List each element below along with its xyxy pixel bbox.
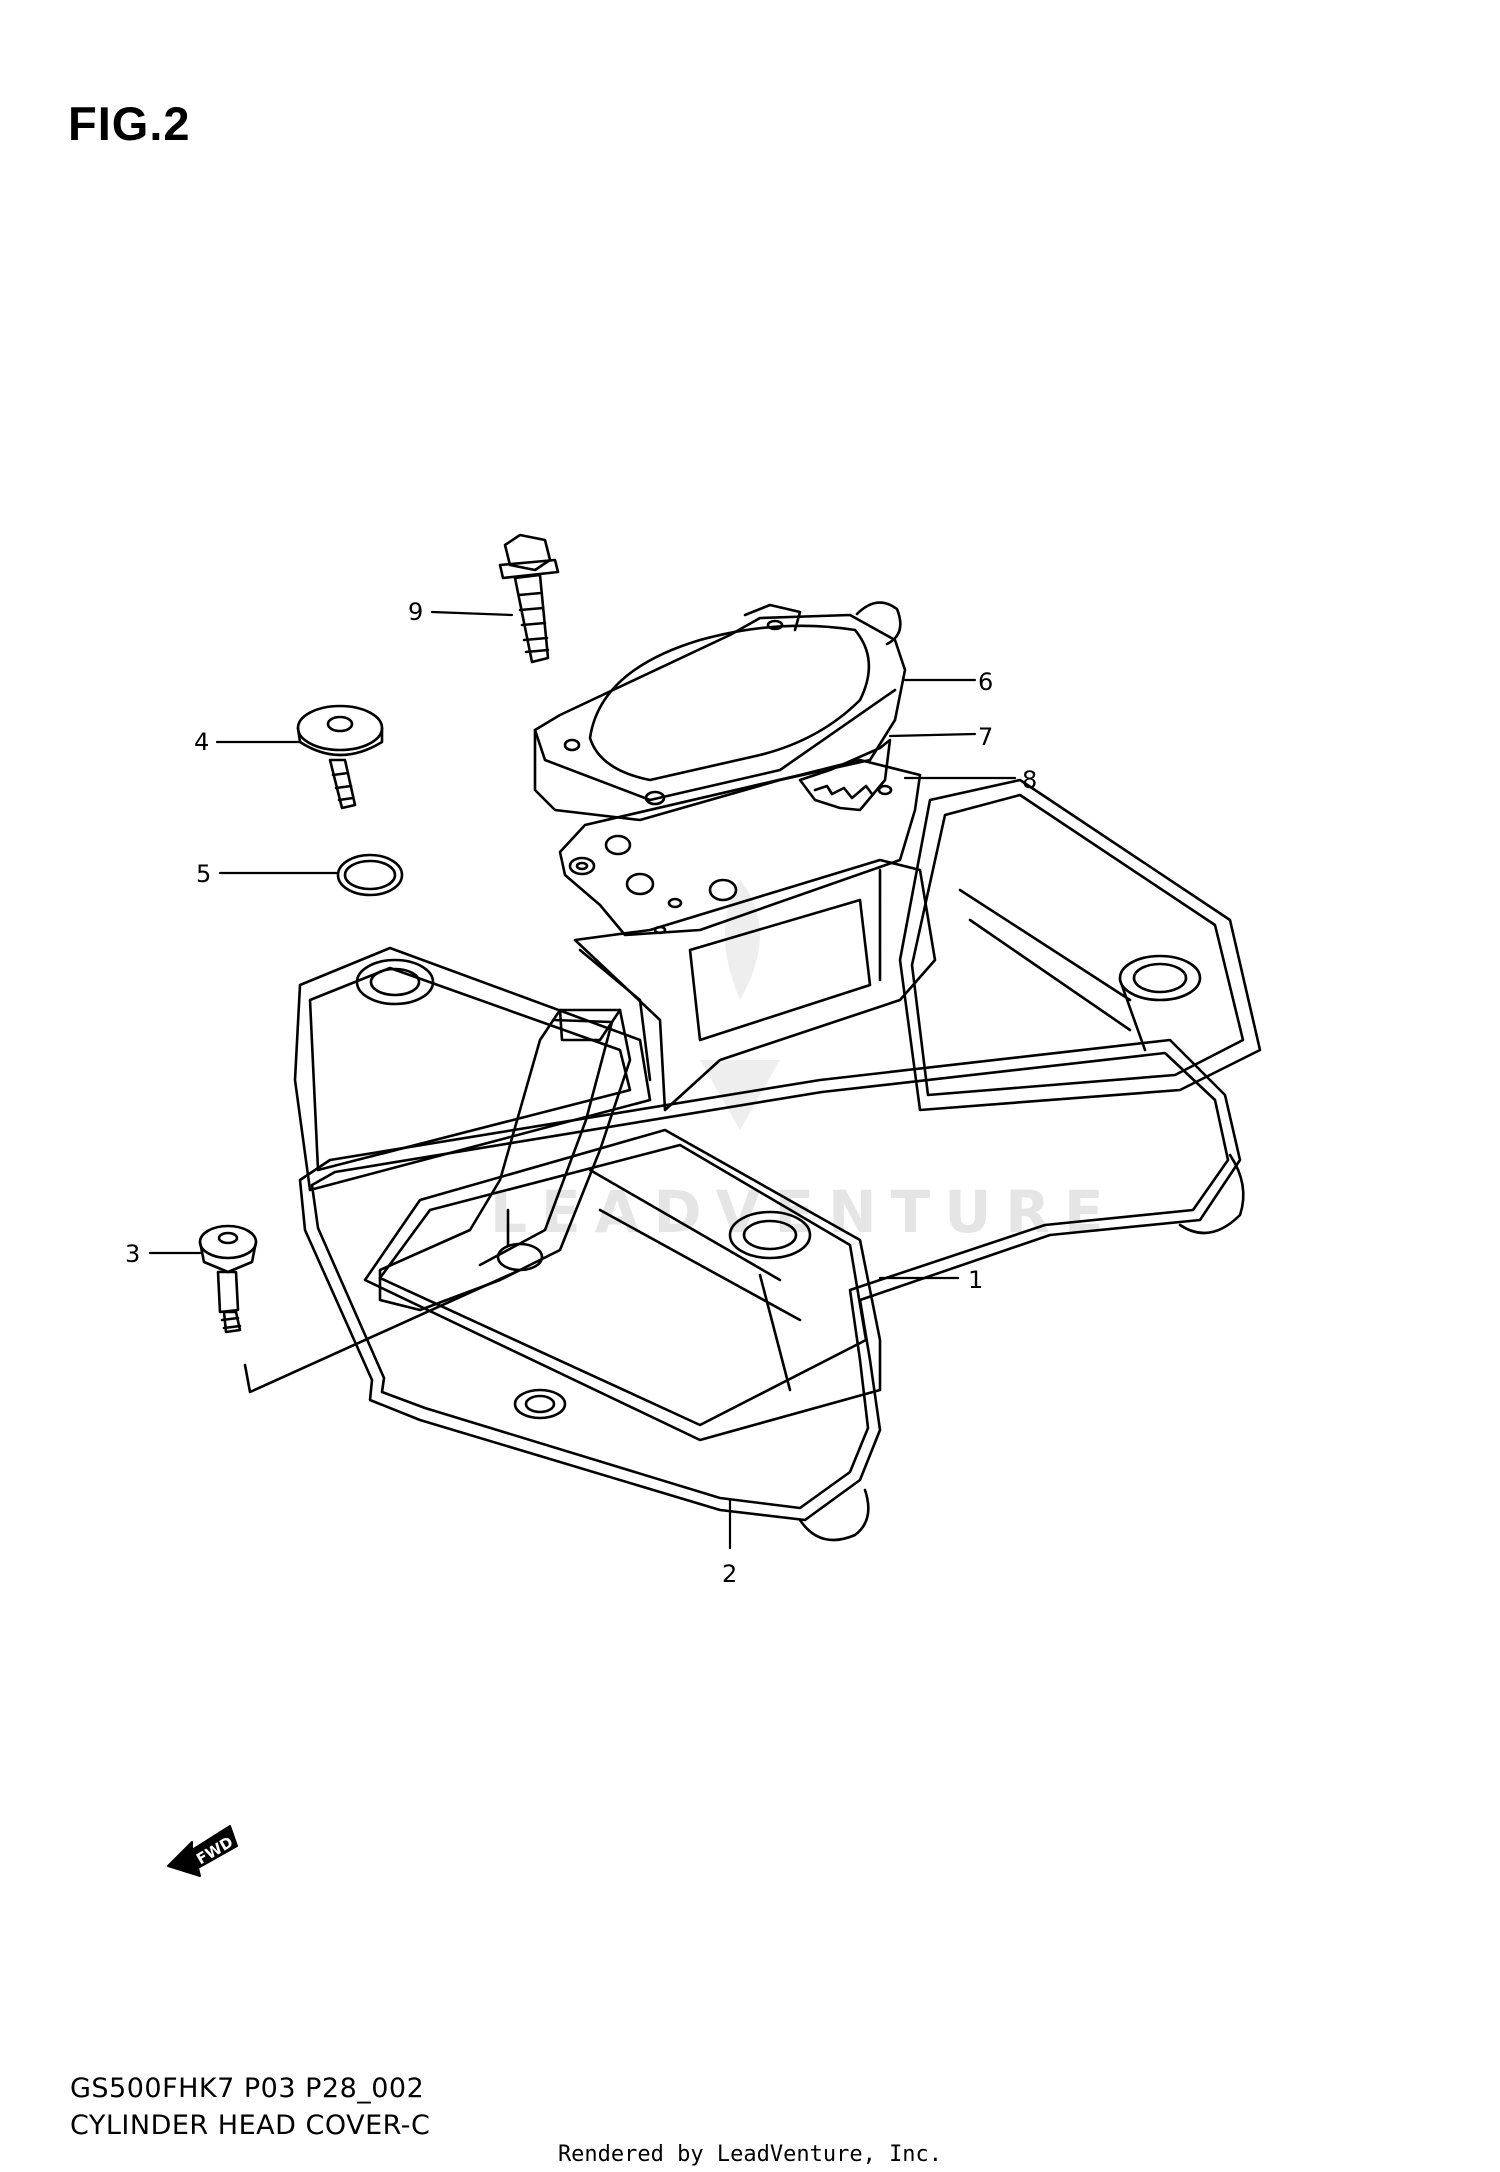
- callout-1: 1: [968, 1266, 983, 1294]
- callout-8: 8: [1022, 766, 1037, 794]
- part-2-head-cover-gasket[interactable]: [298, 1038, 1245, 1542]
- part-3-bolt[interactable]: [198, 1224, 522, 1394]
- callout-7: 7: [978, 723, 993, 751]
- part-1-cylinder-head-cover[interactable]: [293, 778, 1262, 1442]
- part-7-breather-baffle[interactable]: [798, 738, 892, 812]
- leader-9: [430, 610, 514, 617]
- part-5-o-ring[interactable]: [336, 853, 404, 897]
- part-6-breather-cover[interactable]: [533, 601, 907, 822]
- callout-6: 6: [978, 668, 993, 696]
- forward-direction-arrow-icon: FWD: [167, 1825, 238, 1877]
- leader-7: [888, 732, 977, 738]
- model-code: GS500FHK7 P03 P28_002: [70, 2073, 425, 2104]
- callout-labels: 6 7 8 9 4 5 3 1 2: [125, 598, 1037, 1588]
- callout-3: 3: [125, 1240, 140, 1268]
- figure-title: FIG.2: [68, 97, 191, 150]
- callout-4: 4: [194, 728, 209, 756]
- section-name: CYLINDER HEAD COVER-C: [70, 2110, 431, 2141]
- callout-5: 5: [196, 860, 211, 888]
- leader-lines: [148, 610, 1017, 1550]
- callout-9: 9: [408, 598, 423, 626]
- part-9-bolt[interactable]: [498, 533, 560, 664]
- callout-2: 2: [722, 1560, 737, 1588]
- part-4-washer-bolt[interactable]: [296, 704, 384, 810]
- render-credit: Rendered by LeadVenture, Inc.: [557, 2142, 943, 2167]
